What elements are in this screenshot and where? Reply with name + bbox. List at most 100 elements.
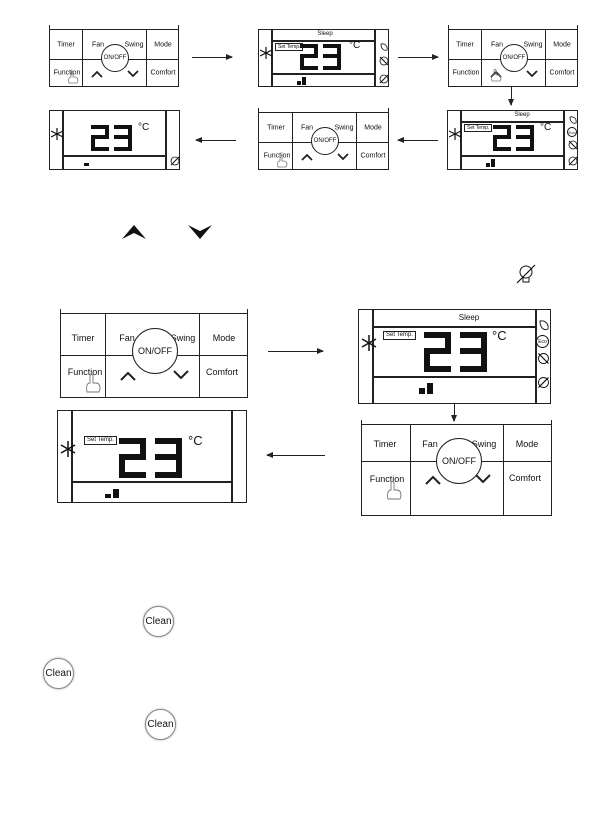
down-arrow-icon[interactable] [173,369,189,379]
swing-button[interactable]: Swing [523,41,543,49]
temp-unit: °C [349,40,361,51]
flow-arrow [398,54,439,60]
up-arrow-icon[interactable] [425,475,441,485]
keypad-panel-large-2: Timer Fan Swing Mode Function Comfort ON… [361,420,552,516]
lcd-display-1: Sleep Set Temp. °C [258,29,389,87]
keypad-panel-1: Timer Fan Swing Mode Function Comfort ON… [49,25,179,87]
temp-unit: °C [188,433,203,448]
sleep-icon [539,320,549,331]
down-arrow-icon[interactable] [127,69,139,77]
timer-button[interactable]: Timer [71,333,95,343]
set-temp-tag: Set Temp. [464,124,493,132]
sleep-icon [380,43,388,51]
function-button[interactable]: Function [369,474,405,484]
mode-button[interactable]: Mode [154,41,172,49]
eco-icon: Eco [536,335,549,348]
sleep-label: Sleep [514,112,530,118]
light-off-icon [170,156,180,166]
up-arrow-icon[interactable] [91,70,103,78]
onoff-button[interactable]: ON/OFF [132,328,178,374]
pointing-hand-icon [491,68,502,82]
function-button[interactable]: Function [53,69,81,77]
mode-button[interactable]: Mode [364,124,382,132]
flow-arrow [397,137,438,143]
temperature-digits [424,332,487,372]
snowflake-icon [260,47,272,59]
comfort-button[interactable]: Comfort [508,473,542,483]
clean-icon: Clean [145,709,176,740]
flow-arrow [266,452,325,458]
fan-button[interactable]: Fan [119,333,135,343]
fan-button[interactable]: Fan [490,41,504,49]
fan-button[interactable]: Fan [91,41,105,49]
flow-arrow [195,137,236,143]
fan-button[interactable]: Fan [300,124,314,132]
pointing-hand-icon [86,374,101,393]
timer-button[interactable]: Timer [456,41,474,49]
comfort-button[interactable]: Comfort [549,69,575,77]
temp-unit: °C [138,122,150,133]
function-button[interactable]: Function [452,69,480,77]
down-arrow-icon[interactable] [526,69,538,77]
comfort-button[interactable]: Comfort [205,367,239,377]
temp-unit: °C [540,122,552,133]
function-button[interactable]: Function [67,367,103,377]
down-arrow-icon[interactable] [475,473,491,483]
fan-speed-icon [419,383,433,394]
temp-unit: °C [492,328,507,343]
flow-arrow [192,54,233,60]
no-fan-icon [568,140,578,150]
fan-speed-icon [297,77,306,85]
fan-button[interactable]: Fan [422,439,438,449]
light-off-icon [538,377,549,388]
onoff-button[interactable]: ON/OFF [101,44,129,72]
timer-button[interactable]: Timer [57,41,75,49]
snowflake-icon [60,441,76,457]
up-arrow-icon[interactable] [120,371,136,381]
no-fan-icon [379,56,389,66]
sleep-label: Sleep [317,31,333,37]
light-off-icon [568,156,578,166]
lcd-display-3: °C [49,110,180,170]
keypad-panel-2: Timer Fan Swing Mode Function Comfort ON… [448,25,578,87]
swing-button[interactable]: Swing [334,124,354,132]
clean-icon: Clean [143,606,174,637]
snowflake-icon [361,335,377,351]
up-arrow-icon[interactable] [301,153,313,161]
snowflake-icon [51,128,63,140]
onoff-button[interactable]: ON/OFF [500,44,528,72]
sleep-label: Sleep [458,313,480,322]
sleep-icon [569,116,577,124]
no-fan-icon [538,353,549,364]
comfort-button[interactable]: Comfort [360,152,386,160]
swing-button[interactable]: Swing [170,333,196,343]
temperature-digits [493,125,534,151]
onoff-button[interactable]: ON/OFF [436,438,482,484]
mode-button[interactable]: Mode [212,333,236,343]
pointing-hand-icon [277,154,288,168]
pointing-hand-icon [387,481,402,500]
onoff-button[interactable]: ON/OFF [311,127,339,155]
fan-speed-icon [486,159,495,167]
light-off-icon [516,264,536,284]
set-temp-tag: Set Temp. [84,436,117,445]
flow-arrow [508,87,514,106]
flow-arrow [268,348,324,354]
function-button[interactable]: Function [263,152,291,160]
flow-arrow [451,404,457,422]
fan-speed-icon [105,489,119,498]
swing-button[interactable]: Swing [124,41,144,49]
light-off-icon [379,74,389,84]
timer-button[interactable]: Timer [267,124,285,132]
mode-button[interactable]: Mode [515,439,539,449]
swing-button[interactable]: Swing [471,439,497,449]
temperature-digits [119,438,182,478]
comfort-button[interactable]: Comfort [150,69,176,77]
up-arrow-icon [122,225,146,239]
keypad-panel-large-1: Timer Fan Swing Mode Function Comfort ON… [60,309,248,398]
keypad-panel-3: Timer Fan Swing Mode Function Comfort ON… [258,108,389,170]
mode-button[interactable]: Mode [553,41,571,49]
timer-button[interactable]: Timer [373,439,397,449]
down-arrow-icon[interactable] [337,152,349,160]
lcd-display-2: Sleep Set Temp. °C Eco [447,110,578,170]
